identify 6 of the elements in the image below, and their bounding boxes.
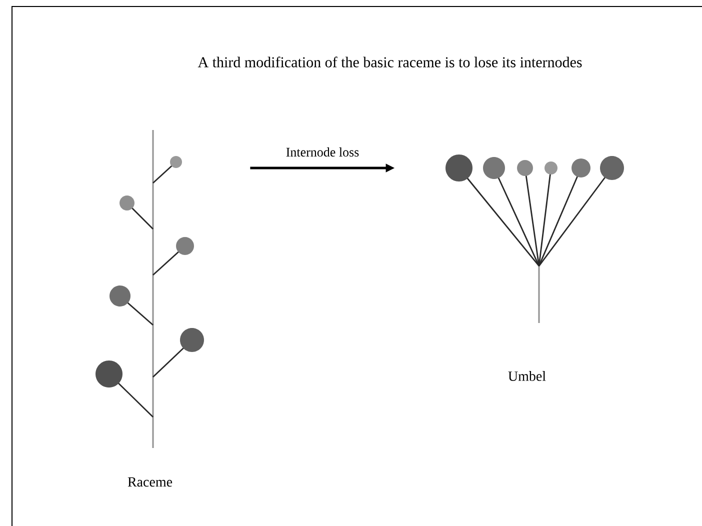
node-label: Umbel — [508, 371, 546, 381]
raceme-drawing — [96, 130, 204, 448]
umbel-drawing — [446, 154, 624, 323]
node-label: Raceme — [128, 477, 172, 487]
edge-label: Internode loss — [286, 147, 359, 157]
title: A third modification of the basic raceme is to lose its internodes — [198, 56, 582, 68]
